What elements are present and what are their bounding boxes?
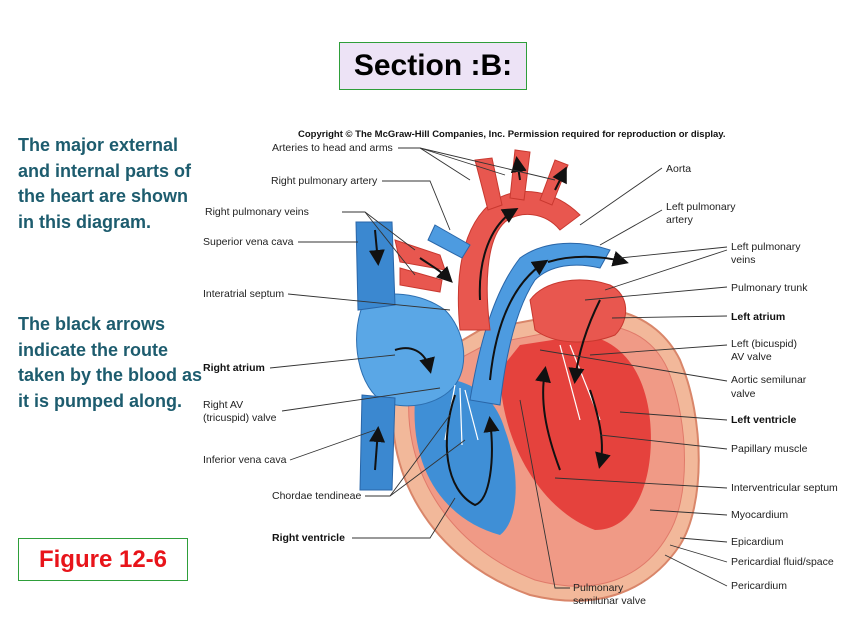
label-interventricular-septum: Interventricular septum: [731, 482, 838, 494]
label-pulmonary-semilunar-line2: semilunar valve: [573, 595, 646, 607]
label-right-pulmonary-artery: Right pulmonary artery: [271, 175, 378, 187]
right-pulmonary-veins-vessel: [394, 239, 446, 293]
section-title: Section :B:: [339, 42, 527, 90]
leader-lines: [269, 147, 728, 589]
blood-flow-arrows: [368, 156, 629, 507]
label-pulmonary-semilunar-line1: Pulmonary: [573, 582, 624, 594]
label-aortic-semilunar-line2: valve: [731, 388, 756, 400]
label-left-av-valve-line1: Left (bicuspid): [731, 338, 797, 350]
label-right-atrium: Right atrium: [203, 362, 265, 374]
left-atrium-chamber: [529, 279, 627, 343]
label-right-pulmonary-veins: Right pulmonary veins: [205, 206, 309, 218]
label-pericardium: Pericardium: [731, 580, 787, 592]
label-left-av-valve-line2: AV valve: [731, 351, 772, 363]
label-right-ventricle: Right ventricle: [272, 532, 345, 544]
description-text-1: The major external and internal parts of…: [18, 135, 192, 232]
label-left-pulmonary-veins-line1: Left pulmonary: [731, 241, 801, 253]
label-left-ventricle: Left ventricle: [731, 414, 797, 426]
label-arteries-head-arms: Arteries to head and arms: [272, 142, 393, 154]
copyright-notice: Copyright © The McGraw-Hill Companies, I…: [298, 129, 726, 140]
right-atrium-chamber: [356, 293, 465, 407]
aorta-vessel: [457, 191, 581, 331]
label-right-av-valve-line1: Right AV: [203, 399, 243, 411]
description-text-2: The black arrows indicate the route take…: [18, 314, 203, 411]
label-chordae-tendineae: Chordae tendineae: [272, 490, 361, 502]
right-pulmonary-artery-vessel: [427, 224, 471, 259]
label-left-pulmonary-artery-line2: artery: [666, 214, 694, 226]
label-epicardium: Epicardium: [731, 536, 784, 548]
label-left-pulmonary-artery-line1: Left pulmonary: [666, 201, 736, 213]
label-aortic-semilunar-line1: Aortic semilunar: [731, 374, 807, 386]
description-paragraph-2: The black arrows indicate the route take…: [18, 312, 208, 414]
label-interatrial-septum: Interatrial septum: [203, 288, 284, 300]
description-paragraph-1: The major external and internal parts of…: [18, 133, 198, 235]
figure-label: Figure 12-6: [18, 538, 188, 581]
label-myocardium: Myocardium: [731, 509, 788, 521]
arteries-head-arms-vessel: [474, 149, 569, 211]
label-right-av-valve-line2: (tricuspid) valve: [203, 412, 277, 424]
label-papillary-muscle: Papillary muscle: [731, 443, 808, 455]
label-left-pulmonary-veins-line2: veins: [731, 254, 756, 266]
label-aorta: Aorta: [666, 163, 691, 175]
label-pulmonary-trunk: Pulmonary trunk: [731, 282, 808, 294]
label-inferior-vena-cava: Inferior vena cava: [203, 454, 287, 466]
pulmonary-trunk-vessel: [469, 242, 611, 406]
label-pericardial-fluid: Pericardial fluid/space: [731, 556, 834, 568]
label-left-atrium: Left atrium: [731, 311, 785, 323]
label-superior-vena-cava: Superior vena cava: [203, 236, 294, 248]
